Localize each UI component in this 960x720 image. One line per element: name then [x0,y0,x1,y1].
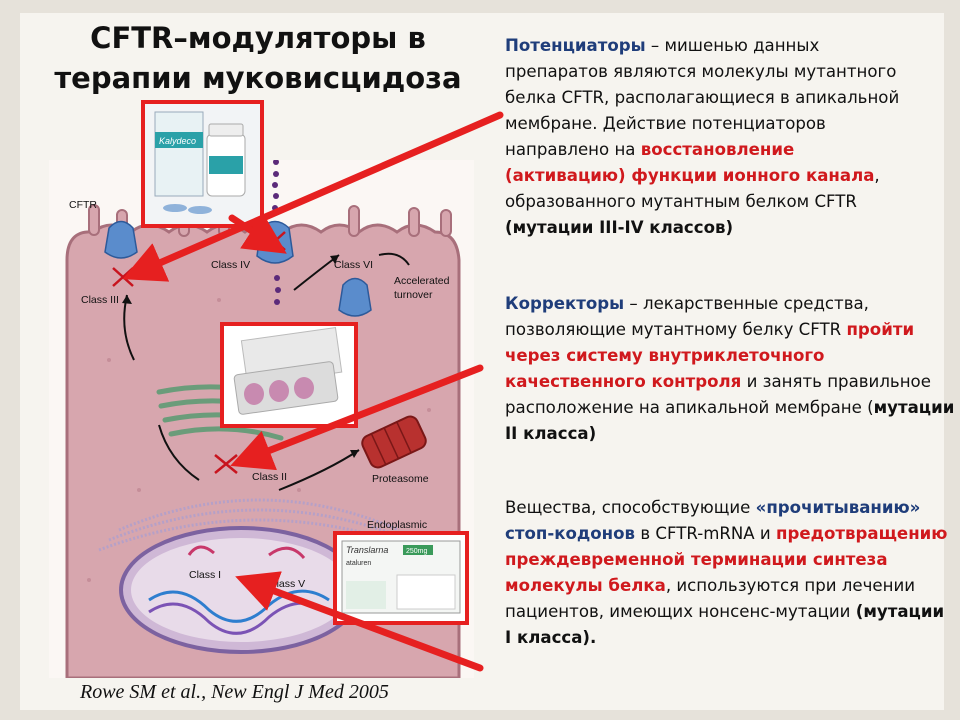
potentiators-text-1: – мишенью данных препаратов являются мол… [505,36,900,159]
correctors-text-1: – лекарственные средства, позволяющие му… [505,294,869,339]
translarna-dose-label: 250mg [406,548,428,555]
readthrough-text-2: в CFTR-mRNA и [635,524,776,543]
title-line-1: CFTR–модуляторы в [90,21,426,55]
readthrough-highlight-1: «прочитыванию» стоп-кодонов [505,498,921,543]
correctors-term: Корректоры [505,294,625,313]
correctors-text-2: и занять правильное расположение на апик… [505,372,931,417]
citation: Rowe SM et al., New Engl J Med 2005 [80,681,389,703]
readthrough-text-3: , используются при лечении пациентов, им… [505,576,916,621]
correctors-mutations: мутации II класса) [505,398,955,443]
slide-title: CFTR–модуляторы в терапии муковисцидоза [28,18,488,98]
potentiators-highlight: восстановление (активацию) функции ионно… [505,140,875,185]
label-proteasome: Proteasome [372,473,429,485]
label-class-i: Class I [189,569,221,581]
readthrough-text-1: Вещества, способствующие [505,498,756,517]
correctors-highlight: пройти через систему внутриклеточного ка… [505,320,915,391]
readthrough-highlight-2: предотвращению преждевременной терминаци… [505,524,948,595]
title-line-2: терапии муковисцидоза [54,61,462,95]
corrector-blister-photo [220,322,358,428]
label-class-ii: Class II [252,471,287,483]
endoplasmic-reticulum [98,498,420,552]
kalydeco-box-label: Kalydeco [159,136,196,146]
readthrough-description: Вещества, способствующие «прочитыванию» … [505,495,950,651]
cftr-channel-class-iii [104,220,138,259]
label-class-iii: Class III [81,294,119,306]
potentiators-description: Потенциаторы – мишенью данных препаратов… [505,33,915,241]
label-class-iv: Class IV [211,259,250,271]
label-endoplasmic: Endoplasmic [367,519,427,531]
nucleus [119,526,363,654]
cftr-channel-class-vi [338,277,372,317]
potentiators-mutations: (мутации III-IV классов) [505,218,734,237]
label-class-vi: Class VI [334,259,373,271]
kalydeco-photo: Kalydeco [141,100,264,228]
label-accelerated: Accelerated [394,275,450,287]
label-cftr: CFTR [69,199,97,211]
translarna-box-label: Translarna [346,545,388,555]
label-turnover: turnover [394,289,433,301]
label-class-v: Class V [269,578,305,590]
potentiators-text-2: , образованного мутантным белком CFTR [505,166,880,211]
potentiators-term: Потенциаторы [505,36,646,55]
readthrough-mutations: (мутации I класса). [505,602,945,647]
ataluren-label: ataluren [346,560,371,567]
translarna-photo: Translarna 250mg ataluren [333,531,469,625]
correctors-description: Корректоры – лекарственные средства, поз… [505,291,955,447]
